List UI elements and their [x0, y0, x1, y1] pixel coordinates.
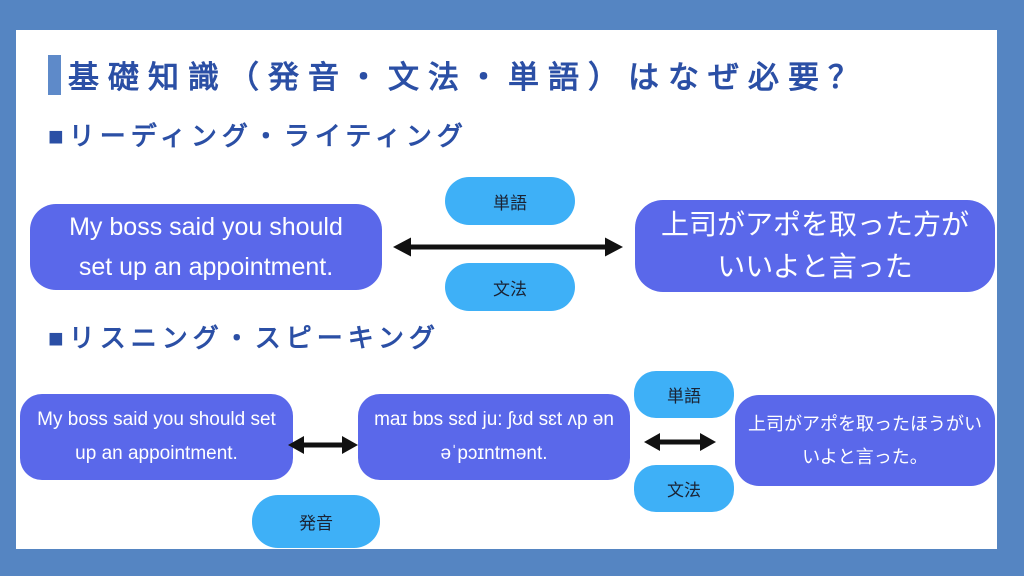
slide-content-area: 基礎知識（発音・文法・単語）はなぜ必要？ ■リーディング・ライティング My b… — [16, 30, 997, 549]
listening-english-sentence-box: My boss said you should set up an appoin… — [20, 394, 293, 480]
slide-title: 基礎知識（発音・文法・単語）はなぜ必要？ — [68, 60, 868, 95]
section-heading-listening-speaking: ■リスニング・スピーキング — [48, 318, 440, 355]
reading-english-sentence-box: My boss said you should set up an appoin… — [30, 204, 382, 290]
double-arrow-icon — [644, 433, 716, 451]
listening-pronunciation-pill: 発音 — [252, 495, 380, 548]
title-accent-bar — [48, 54, 61, 95]
listening-word-pill: 単語 — [634, 371, 734, 418]
square-bullet-icon: ■ — [48, 121, 69, 151]
reading-word-pill: 単語 — [445, 177, 575, 225]
listening-ipa-sentence-box: maɪ bɒs sɛd ju: ʃʊd sɛt ʌp ən əˈpɔɪntmən… — [358, 394, 630, 480]
section-heading-label: リーディング・ライティング — [68, 121, 468, 151]
slide-title-row: 基礎知識（発音・文法・単語）はなぜ必要？ — [48, 52, 868, 97]
section-heading-reading-writing: ■リーディング・ライティング — [48, 116, 468, 153]
reading-japanese-sentence-box: 上司がアポを取った方が いいよと言った — [635, 200, 995, 292]
listening-japanese-sentence-box: 上司がアポを取ったほうがい いよと言った。 — [735, 395, 995, 486]
square-bullet-icon: ■ — [48, 323, 69, 353]
section-heading-label: リスニング・スピーキング — [68, 323, 440, 353]
reading-grammar-pill: 文法 — [445, 263, 575, 311]
listening-grammar-pill: 文法 — [634, 465, 734, 512]
double-arrow-icon — [393, 237, 623, 257]
double-arrow-icon — [288, 436, 358, 454]
